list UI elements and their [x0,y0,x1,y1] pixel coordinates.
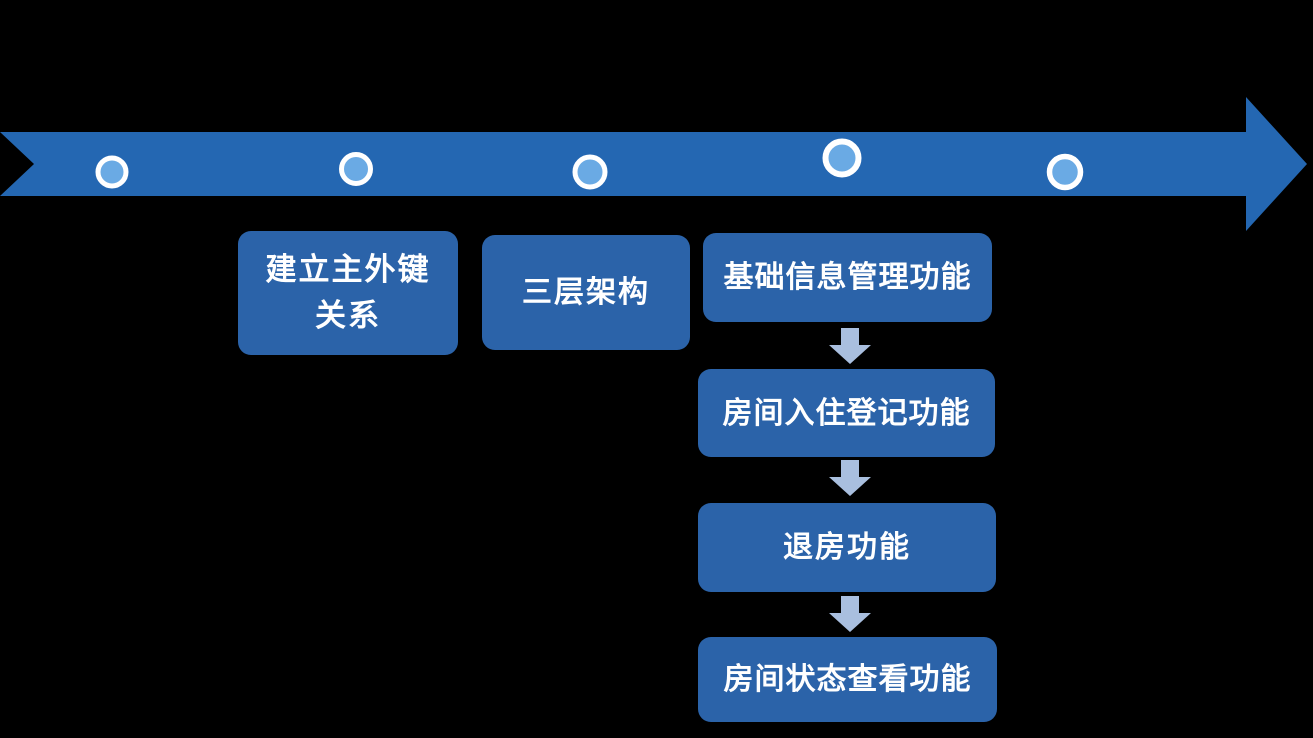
down-arrow-icon-3 [829,596,871,632]
milestone-marker-2 [339,152,373,186]
step-label-line: 关系 [315,298,381,333]
step-box-check-out: 退房功能 [698,503,996,592]
step-label: 三层架构 [522,276,650,309]
milestone-marker-3 [572,154,608,190]
step-box-room-check-in-registration: 房间入住登记功能 [698,369,995,457]
step-box-basic-info-management: 基础信息管理功能 [703,233,992,322]
step-box-three-tier-architecture: 三层架构 [482,235,690,350]
step-label: 房间状态查看功能 [723,663,972,696]
step-box-establish-keys: 建立主外键 关系 [238,231,458,355]
step-label: 退房功能 [783,531,911,564]
milestone-marker-4 [822,138,862,178]
down-arrow-icon-2 [829,460,871,496]
milestone-marker-1 [95,155,129,189]
step-label: 基础信息管理功能 [723,261,972,294]
milestone-marker-5 [1046,153,1084,191]
step-box-room-status-view: 房间状态查看功能 [698,637,997,722]
step-label-line: 建立主外键 [265,251,431,287]
step-label: 房间入住登记功能 [722,396,971,430]
timeline-arrow-shape [0,97,1307,231]
down-arrow-icon-1 [829,328,871,364]
